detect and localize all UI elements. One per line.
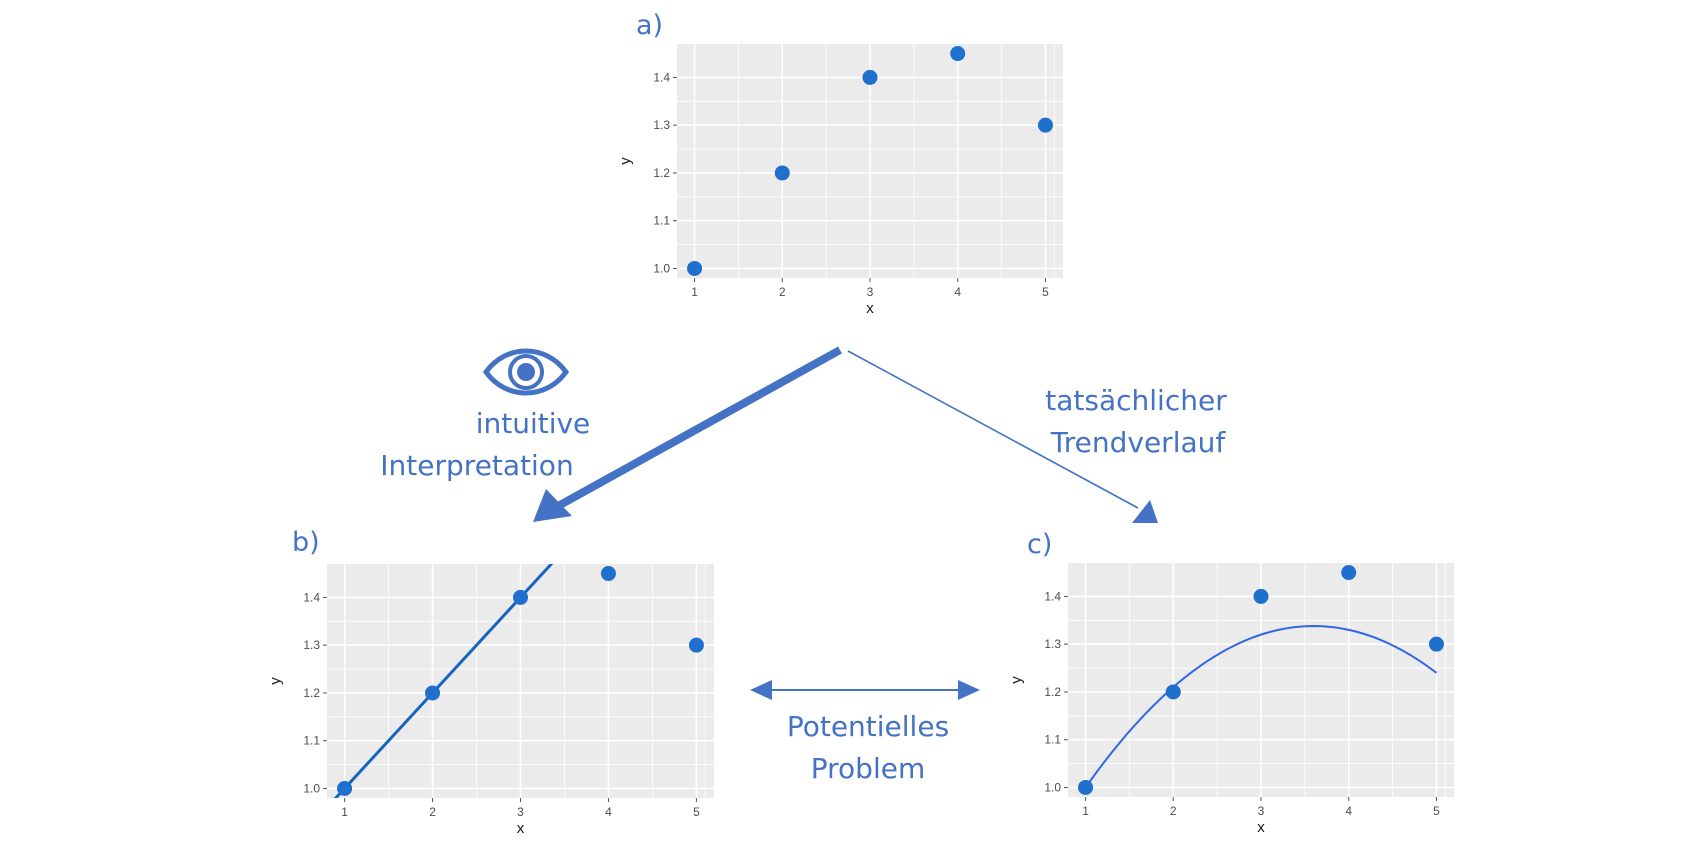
y-tick-label: 1.2	[303, 686, 320, 700]
data-point	[862, 69, 878, 85]
data-point	[425, 685, 441, 701]
y-tick-label: 1.4	[303, 590, 320, 604]
y-tick-label: 1.0	[653, 261, 670, 275]
panel-label-c: c)	[1027, 529, 1052, 560]
arrow-actual	[847, 350, 1158, 523]
y-axis-title: y	[267, 677, 284, 685]
y-tick-label: 1.4	[1044, 589, 1061, 603]
x-tick-label: 3	[867, 285, 874, 299]
y-tick-label: 1.0	[1044, 780, 1061, 794]
data-point	[774, 165, 790, 181]
x-tick-label: 1	[1082, 804, 1089, 818]
y-axis-title: y	[617, 157, 634, 165]
y-tick-label: 1.3	[1044, 637, 1061, 651]
x-tick-label: 4	[1345, 804, 1352, 818]
data-point	[1165, 684, 1181, 700]
y-tick-label: 1.1	[1044, 733, 1061, 747]
x-axis-title: x	[866, 300, 874, 317]
chart-panel-c: 1 2 3 4 5 1.0 1.1 1.2 1.3 1.4 x y	[1008, 563, 1454, 836]
x-tick-label: 4	[605, 805, 612, 819]
x-tick-label: 4	[954, 285, 961, 299]
quadratic-fit-curve	[1084, 625, 1438, 789]
data-point	[1253, 588, 1269, 604]
panel-label-a: a)	[636, 10, 663, 41]
x-tick-label: 5	[693, 805, 700, 819]
data-point	[1341, 565, 1357, 581]
y-tick-label: 1.2	[1044, 685, 1061, 699]
panel-label-b: b)	[292, 527, 320, 558]
x-tick-label: 5	[1042, 285, 1049, 299]
label-problem-line2: Problem	[811, 752, 925, 785]
x-tick-label: 1	[691, 285, 698, 299]
x-tick-label: 3	[517, 805, 524, 819]
x-tick-label: 2	[779, 285, 786, 299]
data-point	[600, 566, 616, 582]
y-tick-label: 1.2	[653, 166, 670, 180]
label-actual-line1: tatsächlicher	[1045, 384, 1227, 417]
y-tick-label: 1.1	[303, 734, 320, 748]
data-point	[337, 780, 353, 796]
data-point	[1037, 117, 1053, 133]
data-point	[687, 260, 703, 276]
label-intuitive-line2: Interpretation	[380, 449, 573, 482]
data-point	[950, 46, 966, 62]
data-point	[688, 637, 704, 653]
x-tick-label: 5	[1433, 804, 1440, 818]
y-tick-label: 1.3	[653, 118, 670, 132]
arrow-intuitive	[533, 346, 842, 522]
x-tick-label: 2	[1170, 804, 1177, 818]
label-intuitive-line1: intuitive	[476, 407, 591, 440]
x-tick-label: 1	[341, 805, 348, 819]
data-point	[1428, 636, 1444, 652]
chart-panel-b: 1 2 3 4 5 1.0 1.1 1.2 1.3 1.4 x y	[267, 564, 714, 837]
data-point	[513, 589, 528, 605]
y-axis-title: y	[1008, 676, 1025, 684]
y-tick-label: 1.4	[653, 70, 670, 84]
y-tick-label: 1.3	[303, 638, 320, 652]
eye-icon	[482, 348, 570, 396]
label-problem-line1: Potentielles	[787, 710, 949, 743]
x-axis-title: x	[517, 820, 525, 837]
x-tick-label: 3	[1258, 804, 1265, 818]
x-axis-title: x	[1257, 819, 1265, 836]
double-arrow-problem	[750, 680, 980, 700]
chart-panel-a: 1 2 3 4 5 1.0 1.1 1.2 1.3 1.4 x y	[617, 44, 1063, 317]
label-actual-line2: Trendverlauf	[1050, 426, 1227, 459]
y-tick-label: 1.1	[653, 214, 670, 228]
y-tick-label: 1.0	[303, 781, 320, 795]
data-point	[1078, 779, 1094, 795]
x-tick-label: 2	[429, 805, 436, 819]
